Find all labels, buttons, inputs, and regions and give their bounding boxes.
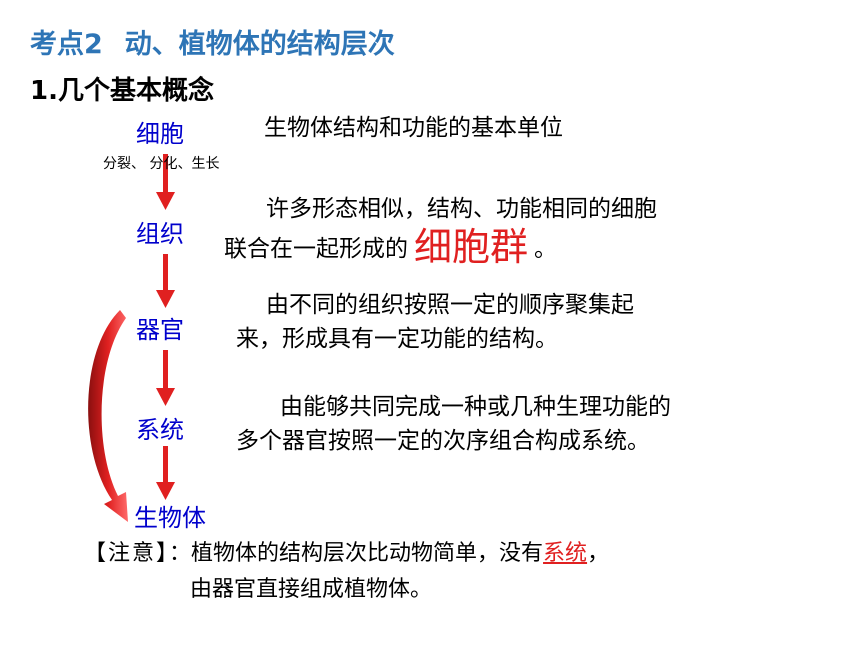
down-arrow-icon bbox=[156, 446, 175, 500]
definition-tissue-line1: 许多形态相似，结构、功能相同的细胞 bbox=[266, 196, 657, 222]
down-arrow-icon bbox=[156, 350, 175, 406]
definition-system: 由能够共同完成一种或几种生理功能的 多个器官按照一定的次序组合构成系统。 bbox=[236, 390, 671, 458]
note-line1: 植物体的结构层次比动物简单，没有 bbox=[191, 541, 544, 566]
level-tissue: 组织 bbox=[136, 220, 184, 248]
definition-tissue: 许多形态相似，结构、功能相同的细胞 联合在一起形成的细胞群。 bbox=[224, 192, 657, 266]
section-heading: 1.几个基本概念 bbox=[30, 76, 214, 106]
note-colon: ： bbox=[169, 541, 192, 566]
down-arrow-icon bbox=[156, 254, 175, 308]
definition-organ: 由不同的组织按照一定的顺序聚集起 来，形成具有一定功能的结构。 bbox=[236, 288, 634, 356]
title-label: 考点2 bbox=[30, 29, 103, 60]
note-block: 【注意】：植物体的结构层次比动物简单，没有系统， 由器官直接组成植物体。 bbox=[84, 536, 609, 608]
note-line1-end: ， bbox=[587, 541, 610, 566]
page-title: 考点2 动、植物体的结构层次 bbox=[30, 22, 395, 61]
level-system: 系统 bbox=[136, 416, 184, 444]
down-arrow-icon bbox=[156, 154, 175, 210]
definition-tissue-line2: 联合在一起形成的细胞群。 bbox=[224, 226, 657, 266]
definition-tissue-end: 。 bbox=[534, 236, 558, 262]
definition-organ-line1: 由不同的组织按照一定的顺序聚集起 bbox=[266, 292, 634, 318]
definition-system-line2: 多个器官按照一定的次序组合构成系统。 bbox=[236, 428, 650, 454]
definition-system-line1: 由能够共同完成一种或几种生理功能的 bbox=[280, 394, 671, 420]
level-cell: 细胞 bbox=[136, 120, 184, 148]
note-bracket: 【注意】 bbox=[84, 541, 170, 566]
note-line2: 由器官直接组成植物体。 bbox=[190, 577, 433, 602]
definition-organ-line2: 来，形成具有一定功能的结构。 bbox=[236, 326, 558, 352]
definition-cell: 生物体结构和功能的基本单位 bbox=[264, 115, 563, 141]
level-organism: 生物体 bbox=[134, 504, 206, 532]
definition-tissue-text: 联合在一起形成的 bbox=[224, 236, 408, 262]
curved-arrow-icon bbox=[88, 310, 128, 522]
process-label: 分裂、 分化、生长 bbox=[103, 156, 220, 172]
level-organ: 器官 bbox=[136, 316, 184, 344]
tissue-answer: 细胞群 bbox=[414, 225, 529, 269]
note-highlight: 系统 bbox=[543, 541, 588, 566]
title-text: 动、植物体的结构层次 bbox=[124, 29, 395, 60]
